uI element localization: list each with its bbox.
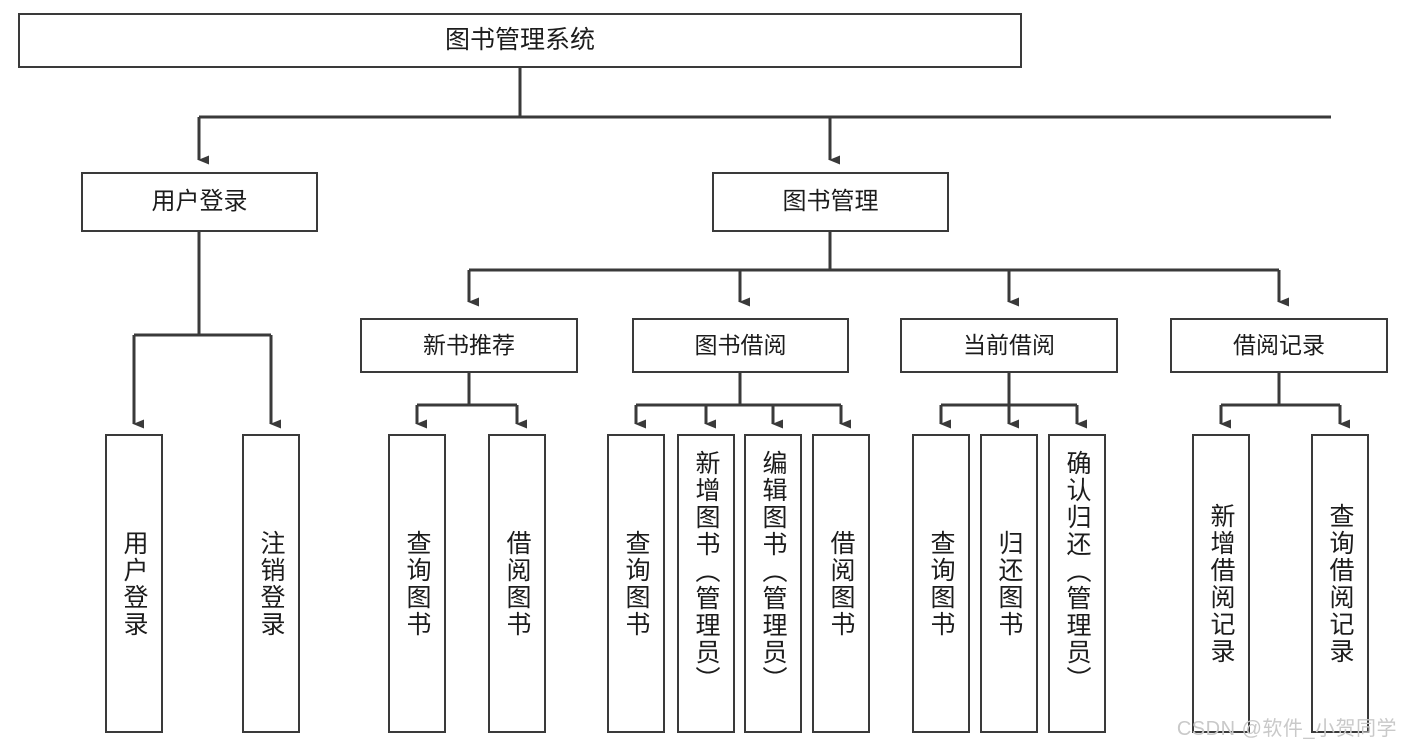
- leaf-query-book-recommend[interactable]: 查询图书: [388, 434, 446, 733]
- node-label: 确认归还（管理员）: [1063, 450, 1091, 693]
- node-label: 图书管理系统: [444, 26, 595, 54]
- node-label: 查询借阅记录: [1326, 502, 1354, 665]
- leaf-confirm-return-admin[interactable]: 确认归还（管理员）: [1048, 434, 1106, 733]
- node-label: 借阅图书: [503, 529, 531, 638]
- node-label: 图书借阅: [694, 332, 787, 358]
- node-user-login[interactable]: 用户登录: [81, 172, 318, 232]
- watermark: CSDN @软件_小贺同学: [1176, 718, 1397, 740]
- node-label: 编辑图书（管理员）: [759, 450, 787, 693]
- node-borrow-record[interactable]: 借阅记录: [1170, 318, 1388, 373]
- node-label: 图书管理: [782, 188, 879, 215]
- node-label: 借阅图书: [827, 529, 855, 638]
- node-root-book-management-system[interactable]: 图书管理系统: [18, 13, 1022, 68]
- leaf-add-borrow-record[interactable]: 新增借阅记录: [1192, 434, 1250, 733]
- node-label: 用户登录: [120, 529, 148, 638]
- leaf-return-book[interactable]: 归还图书: [980, 434, 1038, 733]
- node-label: 借阅记录: [1233, 332, 1325, 358]
- node-label: 查询图书: [403, 529, 431, 638]
- node-book-management[interactable]: 图书管理: [712, 172, 949, 232]
- leaf-logout-login[interactable]: 注销登录: [242, 434, 300, 733]
- leaf-query-book-borrow[interactable]: 查询图书: [607, 434, 665, 733]
- node-label: 当前借阅: [963, 332, 1055, 358]
- node-label: 注销登录: [257, 529, 285, 638]
- leaf-user-login[interactable]: 用户登录: [105, 434, 163, 733]
- node-book-borrow[interactable]: 图书借阅: [632, 318, 849, 373]
- node-new-book-recommend[interactable]: 新书推荐: [360, 318, 578, 373]
- leaf-add-book-admin[interactable]: 新增图书（管理员）: [677, 434, 735, 733]
- node-label: 归还图书: [995, 529, 1023, 638]
- node-label: 新增借阅记录: [1207, 502, 1235, 665]
- leaf-edit-book-admin[interactable]: 编辑图书（管理员）: [744, 434, 802, 733]
- leaf-borrow-book-recommend[interactable]: 借阅图书: [488, 434, 546, 733]
- leaf-borrow-book[interactable]: 借阅图书: [812, 434, 870, 733]
- leaf-query-book-current[interactable]: 查询图书: [912, 434, 970, 733]
- node-label: 查询图书: [622, 529, 650, 638]
- leaf-query-borrow-record[interactable]: 查询借阅记录: [1311, 434, 1369, 733]
- node-label: 新书推荐: [423, 332, 515, 358]
- node-current-borrow[interactable]: 当前借阅: [900, 318, 1118, 373]
- node-label: 新增图书（管理员）: [692, 450, 720, 693]
- node-label: 查询图书: [927, 529, 955, 638]
- node-label: 用户登录: [151, 188, 248, 215]
